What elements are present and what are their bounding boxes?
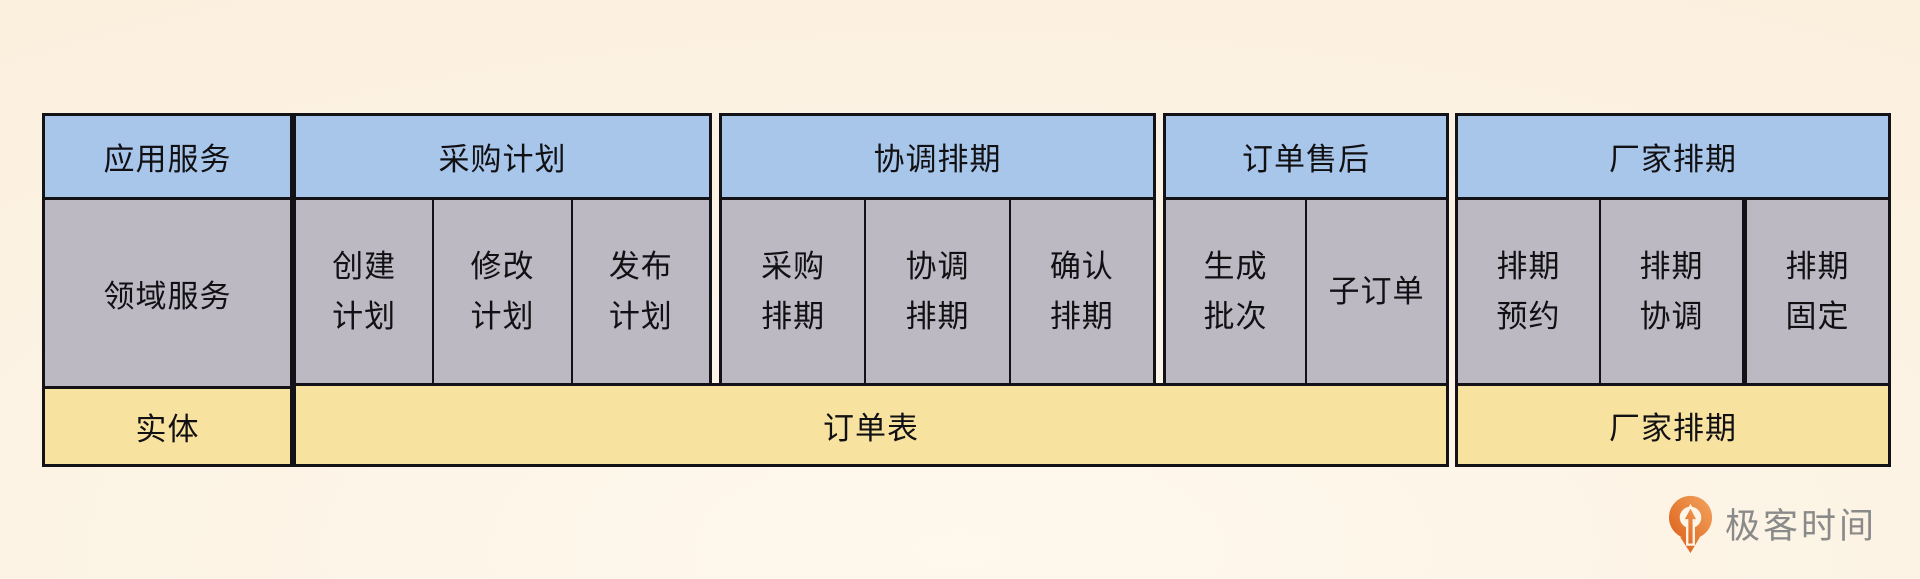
scheduling-fix-cell: 排期 固定 [1742,200,1888,383]
scheduling-coordinate-cell: 排期 协调 [1599,200,1742,383]
publish-plan-cell: 发布 计划 [570,200,709,383]
order-aftersales-services: 生成 批次 子订单 [1166,200,1446,383]
procurement-plan-header: 采购计划 [296,116,709,200]
create-plan-cell: 创建 计划 [332,248,397,334]
order-table-entity: 订单表 [293,383,1449,467]
app-service-label: 应用服务 [45,116,290,197]
coordinate-scheduling-cell: 协调 排期 [864,200,1008,383]
geektime-logo-icon [1666,494,1715,559]
domain-service-label: 领域服务 [45,197,290,386]
coordination-scheduling-header: 协调排期 [722,116,1153,200]
geektime-logo-text: 极客时间 [1725,506,1878,546]
procurement-scheduling-cell: 采购 排期 [761,248,826,334]
geektime-logo: 极客时间 [1666,494,1877,559]
manufacturer-scheduling-services: 排期 预约 排期 协调 排期 固定 [1458,200,1888,383]
manufacturer-scheduling-entity: 厂家排期 [1455,383,1891,467]
sub-order-cell: 子订单 [1305,200,1446,383]
modify-plan-cell: 修改 计划 [432,200,570,383]
confirm-scheduling-cell: 确认 排期 [1008,200,1153,383]
group-manufacturer-scheduling: 厂家排期 排期 预约 排期 协调 排期 固定 [1455,113,1891,386]
manufacturer-scheduling-header: 厂家排期 [1458,116,1888,200]
coordination-scheduling-services: 采购 排期 协调 排期 确认 排期 [722,200,1153,383]
row-label-column: 应用服务 领域服务 实体 [42,113,293,467]
generate-batch-cell: 生成 批次 [1203,248,1268,334]
procurement-plan-services: 创建 计划 修改 计划 发布 计划 [296,200,709,383]
group-coordination-scheduling: 协调排期 采购 排期 协调 排期 确认 排期 [719,113,1156,386]
group-procurement-plan: 采购计划 创建 计划 修改 计划 发布 计划 [293,113,712,386]
order-aftersales-header: 订单售后 [1166,116,1446,200]
group-order-aftersales: 订单售后 生成 批次 子订单 [1163,113,1449,386]
entity-label: 实体 [45,386,290,464]
scheduling-reserve-cell: 排期 预约 [1496,248,1561,334]
